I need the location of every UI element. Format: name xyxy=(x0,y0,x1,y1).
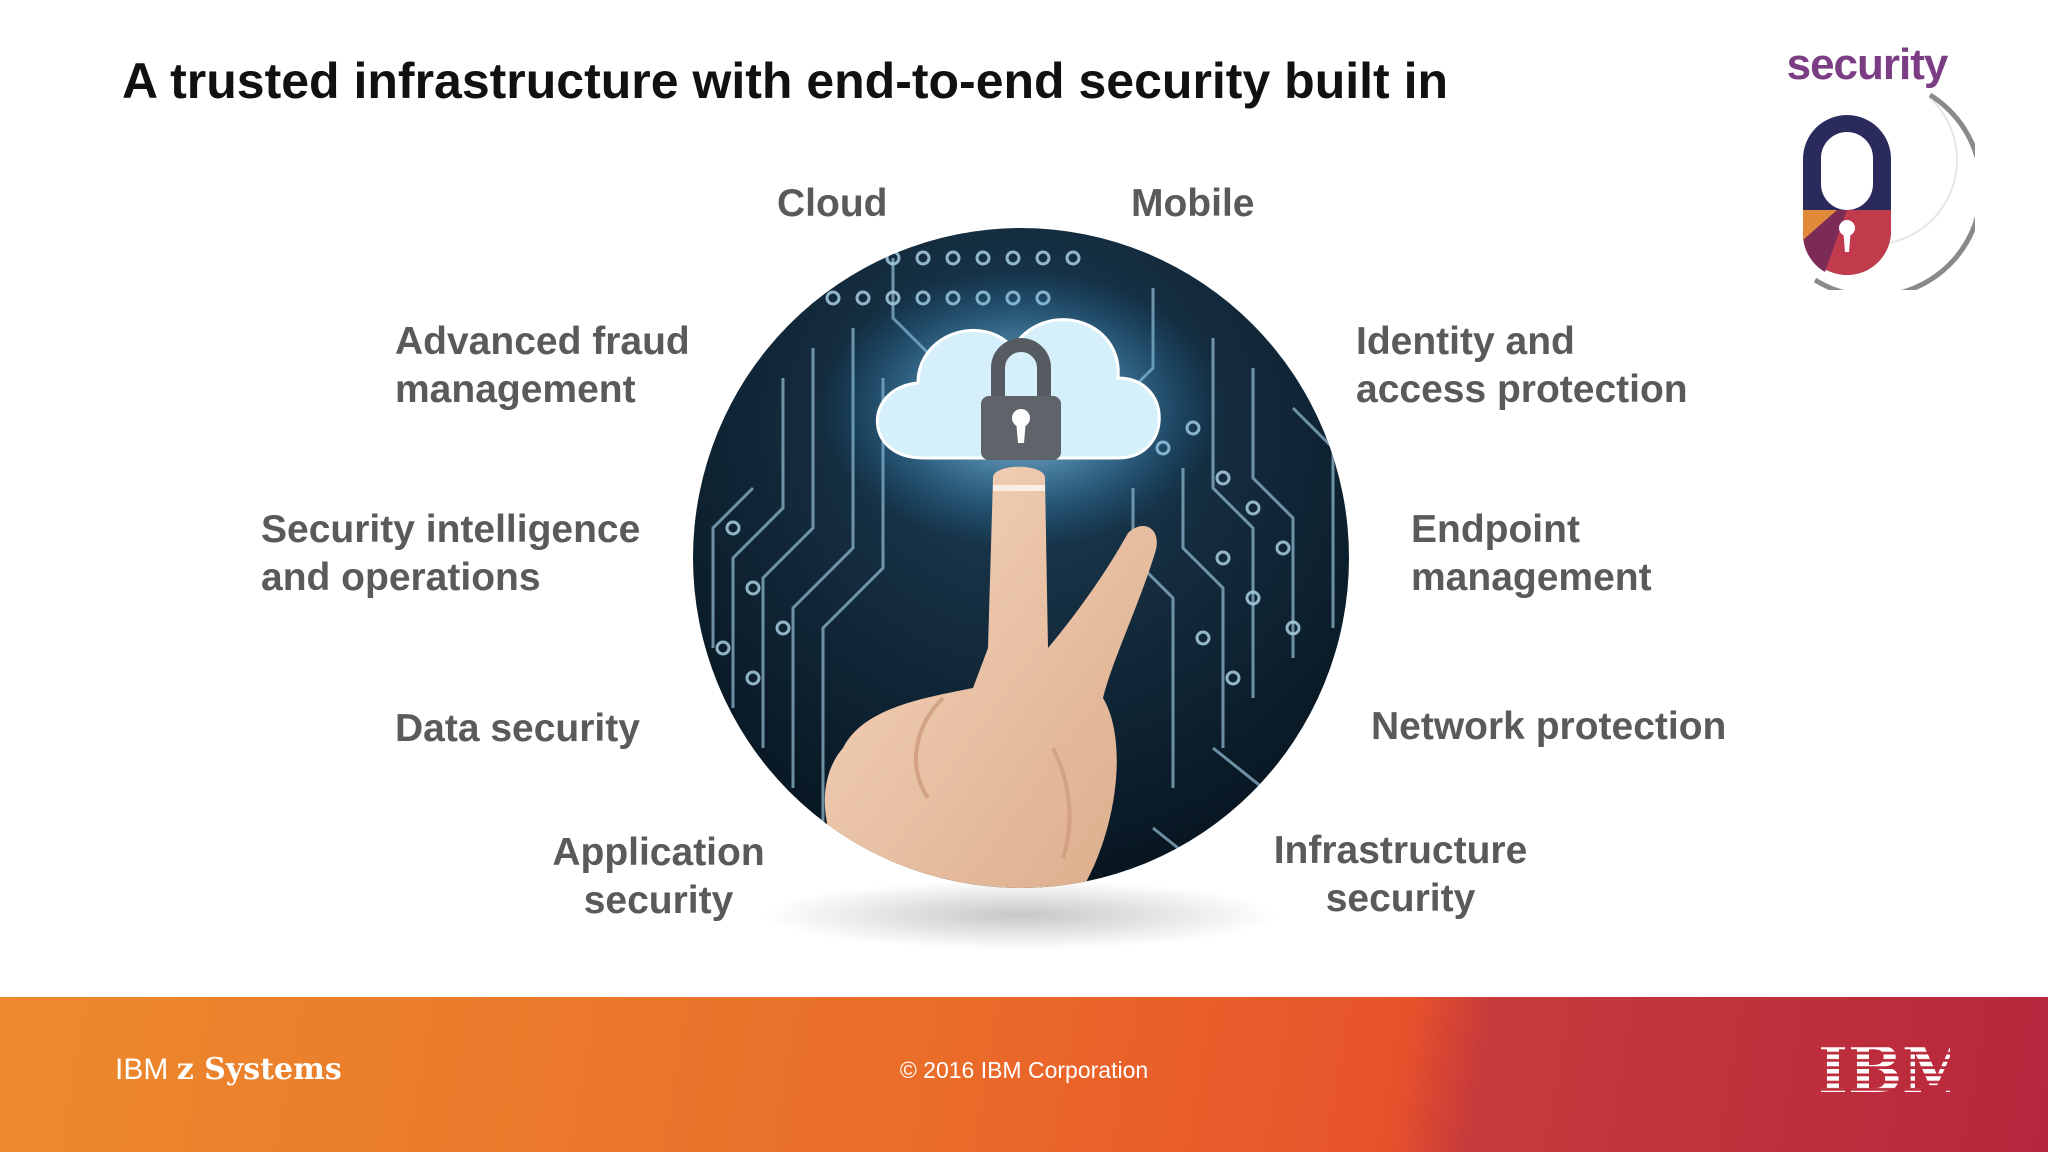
label-mobile: Mobile xyxy=(1131,182,1255,225)
label-line: management xyxy=(395,368,636,411)
lock-icon xyxy=(981,338,1061,460)
label-endpoint-management: Endpoint management xyxy=(1411,506,1652,602)
pointing-hand-image xyxy=(824,466,1157,888)
label-line: Security intelligence xyxy=(261,508,641,551)
hero-shadow xyxy=(760,880,1280,950)
ibm-logo: IBM xyxy=(1818,1040,1950,1098)
label-line: Endpoint xyxy=(1411,508,1580,551)
label-line: Infrastructure xyxy=(1273,829,1528,872)
footer-brand-light: IBM xyxy=(115,1053,169,1086)
security-badge-label: security xyxy=(1786,40,1949,89)
label-data-security: Data security xyxy=(395,707,640,750)
label-line: management xyxy=(1411,556,1652,599)
hero-image xyxy=(693,228,1349,888)
footer-bar: IBM z Systems © 2016 IBM Corporation IBM xyxy=(0,997,2048,1152)
label-line: security xyxy=(1325,877,1476,920)
label-cloud: Cloud xyxy=(777,182,888,225)
security-badge: security xyxy=(1755,40,1975,290)
padlock-icon xyxy=(1802,92,1975,290)
label-line: Advanced fraud xyxy=(395,320,690,363)
label-security-intelligence: Security intelligence and operations xyxy=(261,506,640,602)
label-line: Identity and xyxy=(1356,320,1575,363)
footer-brand: IBM z Systems xyxy=(115,1052,342,1087)
label-advanced-fraud: Advanced fraud management xyxy=(395,318,690,414)
slide-title: A trusted infrastructure with end-to-end… xyxy=(122,53,1449,109)
label-line: access protection xyxy=(1356,368,1688,411)
label-network-protection: Network protection xyxy=(1371,705,1727,748)
footer-brand-bold: z Systems xyxy=(176,1052,342,1087)
label-identity-access: Identity and access protection xyxy=(1356,318,1688,414)
label-line: security xyxy=(583,879,734,922)
label-infrastructure-security: Infrastructure security xyxy=(1268,827,1533,923)
label-line: and operations xyxy=(261,556,541,599)
label-application-security: Application security xyxy=(550,829,767,925)
ibm-logo-text: IBM xyxy=(1818,1040,1950,1098)
footer-copyright: © 2016 IBM Corporation xyxy=(899,1057,1149,1083)
label-line: Application xyxy=(552,831,765,874)
